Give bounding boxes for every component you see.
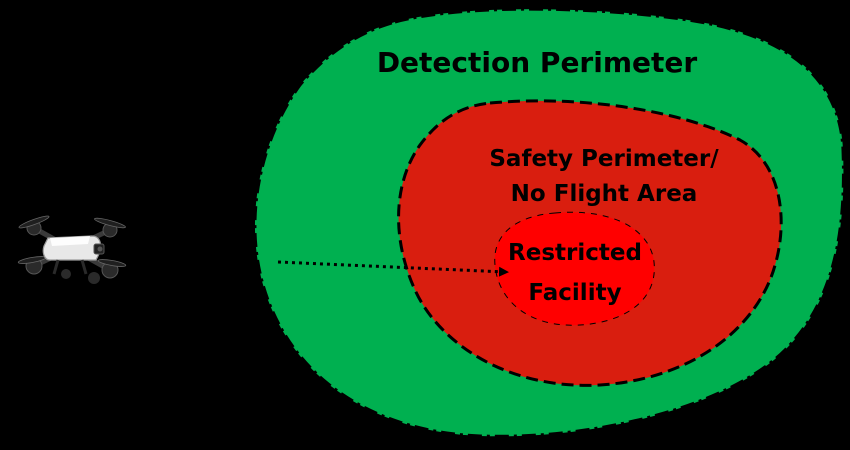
- flight-path-arrow: [277, 260, 509, 277]
- restricted-facility-label-line1: Restricted: [508, 240, 642, 266]
- safety-perimeter-label-line1: Safety Perimeter/: [489, 146, 719, 172]
- safety-perimeter-label-line2: No Flight Area: [511, 181, 698, 207]
- restricted-facility-zone: [494, 211, 655, 326]
- detection-perimeter-label: Detection Perimeter: [377, 46, 698, 79]
- restricted-facility-label-line2: Facility: [528, 280, 621, 306]
- quadcopter-drone-icon: [17, 215, 127, 284]
